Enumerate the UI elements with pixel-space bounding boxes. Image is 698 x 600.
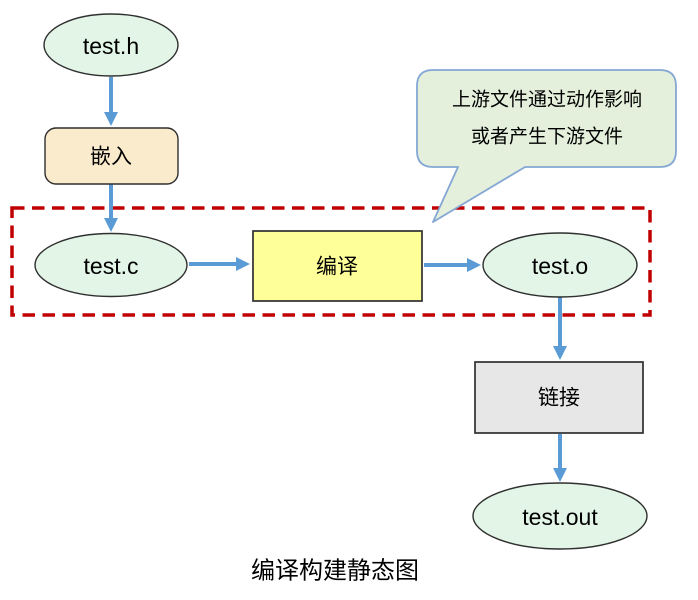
node-test-o-label: test.o (532, 253, 588, 279)
node-embed: 嵌入 (44, 127, 179, 185)
arrow-embed-to-test-c (104, 184, 118, 232)
node-test-h: test.h (43, 13, 179, 77)
diagram-caption: 编译构建静态图 (251, 558, 419, 585)
arrow-link-to-test-out (553, 434, 567, 482)
node-test-h-label: test.h (83, 33, 139, 59)
node-test-out: test.out (472, 482, 648, 550)
arrow-compile-to-test-o (424, 258, 481, 272)
node-test-c: test.c (34, 232, 188, 298)
node-link-label: 链接 (538, 387, 580, 410)
node-embed-label: 嵌入 (90, 146, 132, 169)
node-link: 链接 (474, 361, 644, 434)
node-compile: 编译 (252, 230, 423, 302)
node-test-out-label: test.out (522, 504, 598, 530)
arrow-test-c-to-compile (189, 257, 250, 271)
arrow-test-o-to-link (553, 297, 567, 360)
node-compile-label: 编译 (316, 256, 358, 279)
callout-line2: 或者产生下游文件 (471, 126, 623, 148)
arrow-test-h-to-embed (104, 77, 118, 126)
callout-bubble-shape (416, 69, 677, 223)
dashed-dependency-region (10, 206, 652, 317)
callout-line1: 上游文件通过动作影响 (452, 89, 642, 111)
node-test-c-label: test.c (84, 253, 139, 279)
callout-bubble: 上游文件通过动作影响 或者产生下游文件 (416, 69, 677, 223)
node-test-o: test.o (482, 232, 638, 298)
